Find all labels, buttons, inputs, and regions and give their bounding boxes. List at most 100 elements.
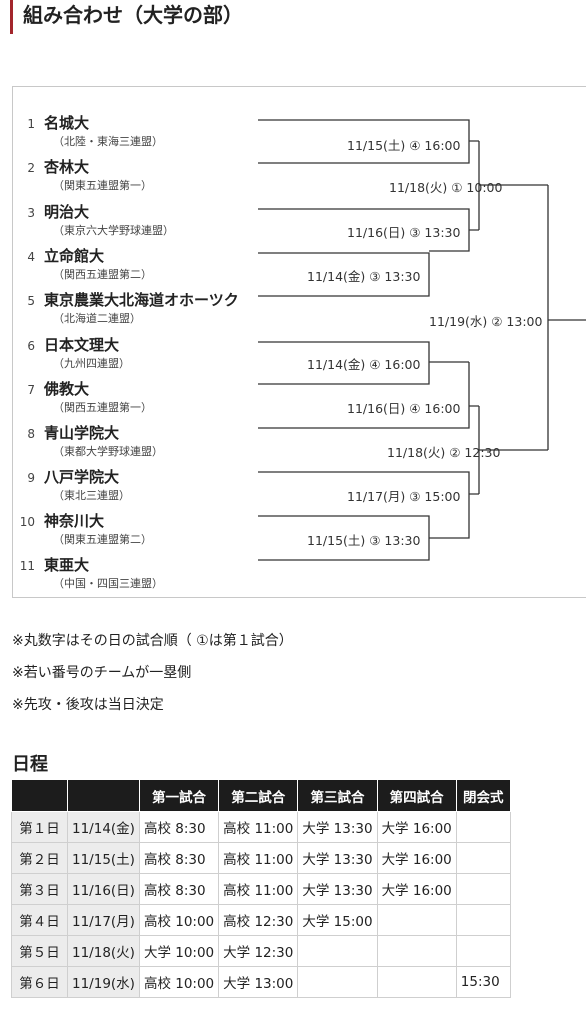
- schedule-title: 日程: [12, 754, 48, 775]
- team-name: 佛教大: [44, 380, 90, 398]
- table-cell: [297, 935, 378, 967]
- table-cell: 第６日: [11, 966, 68, 998]
- match-label: 11/15(土) ④ 16:00: [347, 138, 461, 153]
- table-row: 第３日 11/16(日) 高校 8:30 高校 11:00 大学 13:30 大…: [11, 873, 511, 905]
- bracket-line: [258, 341, 469, 385]
- bracket-line: [258, 515, 430, 561]
- match-label: 11/18(火) ② 12:30: [387, 445, 501, 460]
- table-cell: 大学 16:00: [376, 842, 457, 874]
- team-league: （関東五連盟第二）: [53, 533, 152, 546]
- table-cell: 第２日: [11, 842, 68, 874]
- table-cell: 大学 15:00: [297, 904, 378, 936]
- table-cell: [455, 904, 511, 936]
- team-number: 9: [27, 471, 35, 485]
- column-header: 第一試合: [138, 779, 220, 812]
- team-name: 東京農業大北海道オホーツク: [44, 291, 239, 309]
- team-league: （中国・四国三連盟）: [53, 577, 163, 590]
- team-league: （関西五連盟第一）: [53, 401, 152, 414]
- team-name: 東亜大: [44, 556, 90, 574]
- table-cell: 大学 12:30: [218, 935, 299, 967]
- bracket-line: [258, 208, 479, 252]
- team-number: 4: [27, 250, 35, 264]
- table-cell: 高校 11:00: [218, 873, 299, 905]
- note-text: ※丸数字はその日の試合順（ ①は第１試合）: [12, 633, 293, 649]
- team-number: 8: [27, 427, 35, 441]
- column-header: [67, 779, 140, 812]
- tournament-bracket: 1 名城大 （北陸・東海三連盟） 2 杏林大 （関東五連盟第一） 3 明治大 （…: [12, 86, 586, 598]
- team-league: （東都大学野球連盟）: [53, 445, 163, 458]
- table-cell: 高校 11:00: [218, 811, 299, 843]
- table-cell: [376, 935, 457, 967]
- table-row: 第２日 11/15(土) 高校 8:30 高校 11:00 大学 13:30 大…: [11, 842, 511, 874]
- match-label: 11/18(火) ① 10:00: [389, 180, 503, 195]
- team-number: 1: [27, 117, 35, 131]
- team-number: 2: [27, 161, 35, 175]
- table-row: 第１日 11/14(金) 高校 8:30 高校 11:00 大学 13:30 大…: [11, 811, 511, 843]
- match-label: 11/19(水) ② 13:00: [429, 314, 543, 329]
- team-league: （関西五連盟第二）: [53, 268, 152, 281]
- team-number: 6: [27, 339, 35, 353]
- match-label: 11/14(金) ④ 16:00: [307, 357, 421, 372]
- table-cell: 11/18(火): [67, 935, 140, 967]
- table-cell: [455, 873, 511, 905]
- team-name: 名城大: [44, 114, 90, 132]
- bracket-line: [478, 141, 548, 230]
- table-cell: 高校 12:30: [218, 904, 299, 936]
- table-cell: 大学 16:00: [376, 811, 457, 843]
- table-cell: 大学 13:30: [297, 811, 378, 843]
- column-header: 第四試合: [376, 779, 457, 812]
- table-cell: 15:30: [455, 966, 511, 998]
- column-header: 閉会式: [455, 779, 511, 812]
- schedule-table: 第一試合 第二試合 第三試合 第四試合 閉会式 第１日 11/14(金) 高校 …: [11, 779, 511, 998]
- table-cell: 11/14(金): [67, 811, 140, 843]
- team-number: 11: [19, 559, 35, 573]
- table-cell: 第４日: [11, 904, 68, 936]
- table-cell: [376, 904, 457, 936]
- team-league: （東北三連盟）: [53, 489, 130, 502]
- table-cell: 高校 10:00: [138, 904, 220, 936]
- team-league: （北陸・東海三連盟）: [53, 135, 163, 148]
- note-text: ※若い番号のチームが一塁側: [12, 665, 192, 681]
- bracket-line: [258, 119, 479, 164]
- note-text: ※先攻・後攻は当日決定: [12, 697, 164, 713]
- table-cell: [376, 966, 457, 998]
- bracket-line: [258, 252, 430, 297]
- table-cell: 大学 13:00: [218, 966, 299, 998]
- table-cell: 高校 8:30: [138, 811, 220, 843]
- table-row: 第４日 11/17(月) 高校 10:00 高校 12:30 大学 15:00: [11, 904, 511, 936]
- column-header: [11, 779, 68, 812]
- table-cell: 高校 8:30: [138, 842, 220, 874]
- team-name: 日本文理大: [44, 336, 120, 354]
- team-number: 3: [27, 206, 35, 220]
- team-number: 5: [27, 294, 35, 308]
- table-cell: 大学 13:30: [297, 842, 378, 874]
- match-label: 11/15(土) ③ 13:30: [307, 533, 421, 548]
- team-league: （関東五連盟第一）: [53, 179, 152, 192]
- team-name: 立命館大: [44, 247, 105, 265]
- team-name: 明治大: [44, 203, 90, 221]
- column-header: 第三試合: [297, 779, 378, 812]
- table-cell: 高校 8:30: [138, 873, 220, 905]
- bracket-line: [478, 406, 548, 494]
- table-cell: 第５日: [11, 935, 68, 967]
- table-cell: [455, 811, 511, 843]
- team-number: 7: [27, 383, 35, 397]
- match-label: 11/14(金) ③ 13:30: [307, 269, 421, 284]
- team-name: 八戸学院大: [44, 468, 120, 486]
- table-cell: 高校 11:00: [218, 842, 299, 874]
- bracket-line: [547, 185, 586, 450]
- match-label: 11/17(月) ③ 15:00: [347, 489, 461, 504]
- team-name: 青山学院大: [44, 424, 120, 442]
- table-cell: 11/19(水): [67, 966, 140, 998]
- table-cell: 高校 10:00: [138, 966, 220, 998]
- table-row: 第６日 11/19(水) 高校 10:00 大学 13:00 15:30: [11, 966, 511, 998]
- team-name: 神奈川大: [44, 512, 105, 530]
- match-label: 11/16(日) ④ 16:00: [347, 401, 461, 416]
- match-label: 11/16(日) ③ 13:30: [347, 225, 461, 240]
- table-cell: 第１日: [11, 811, 68, 843]
- table-cell: 大学 16:00: [376, 873, 457, 905]
- table-cell: 11/15(土): [67, 842, 140, 874]
- team-league: （北海道二連盟）: [53, 312, 141, 325]
- notes: ※丸数字はその日の試合順（ ①は第１試合） ※若い番号のチームが一塁側 ※先攻・…: [12, 630, 293, 726]
- table-cell: [455, 935, 511, 967]
